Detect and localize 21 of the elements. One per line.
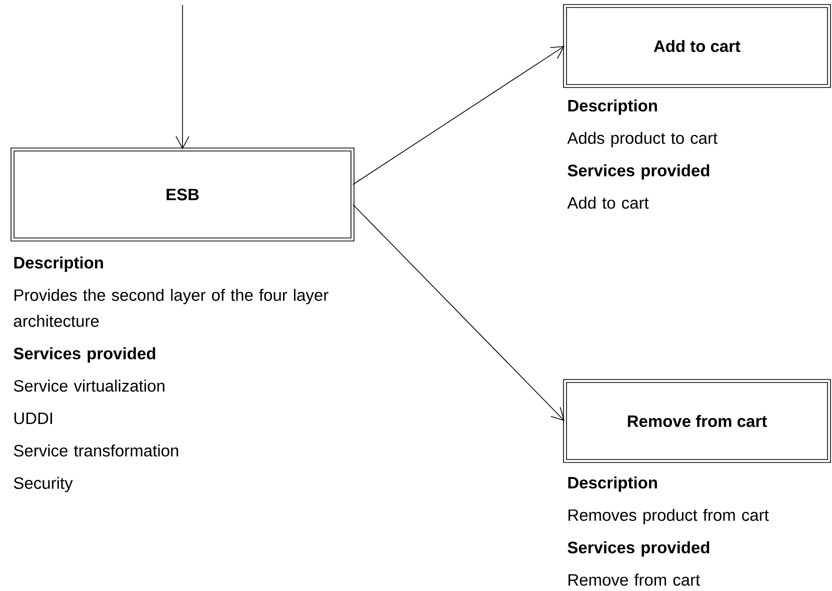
arrow [352, 46, 565, 185]
description-text: Service virtualization [14, 380, 164, 392]
process-box: ESB [10, 148, 354, 242]
description-text: Adds product to cart [567, 132, 718, 148]
description-text: Service transformation [14, 444, 178, 457]
description-text: UDDI [14, 412, 52, 424]
section-heading: Services provided [568, 164, 710, 180]
section-heading: Description [14, 256, 103, 272]
description-text: Provides the second layer of the four layer architecture [14, 288, 328, 327]
section-heading: Services provided [568, 541, 710, 557]
section-heading: Services provided [14, 347, 156, 363]
arrow [352, 204, 565, 421]
process-box: Add to cart [563, 4, 831, 88]
section-heading: Description [568, 99, 657, 115]
arrow [176, 4, 190, 150]
description-text: Security [14, 476, 73, 492]
description-text: Removes product from cart [568, 508, 769, 524]
section-heading: Description [568, 476, 657, 492]
description-text: Add to cart [567, 196, 649, 209]
process-box: Remove from cart [563, 379, 831, 463]
description-text: Remove from cart [568, 574, 700, 586]
